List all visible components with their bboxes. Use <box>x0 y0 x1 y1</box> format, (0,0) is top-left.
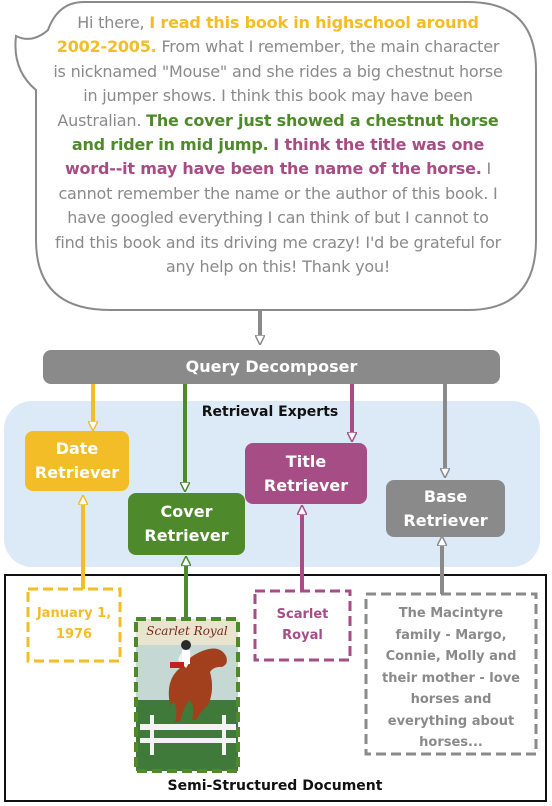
date-retriever-line2: Retriever <box>34 463 120 482</box>
title-field-line1: Scarlet <box>276 607 329 622</box>
cover-retriever-line1: Cover <box>160 502 213 521</box>
title-field-box <box>253 589 352 662</box>
query-decomposer-box <box>43 350 500 384</box>
date-retriever-label: Date Retriever <box>25 431 129 491</box>
title-field-line2: Royal <box>282 628 323 643</box>
query-decomposer-text: Query Decomposer <box>185 357 358 376</box>
cover-retriever-box <box>128 493 245 555</box>
description-line: horses and <box>410 692 492 707</box>
base-retriever-line2: Retriever <box>403 510 488 530</box>
query-intro: Hi there, <box>77 13 150 32</box>
title-retriever-line1: Title <box>285 451 327 471</box>
query-text: Hi there, I read this book in highschool… <box>52 11 504 279</box>
base-retriever-line1: Base <box>423 486 468 506</box>
cover-retriever-label: Cover Retriever <box>128 493 245 555</box>
date-field-box <box>26 587 122 663</box>
description-field-text: The Macintyre family - Margo, Connie, Mo… <box>366 603 536 754</box>
book-cover-title: Scarlet Royal <box>146 624 228 638</box>
retrieval-experts-title: Retrieval Experts <box>201 404 339 420</box>
query-decomposer-label: Query Decomposer <box>43 350 500 384</box>
document-label: Semi-Structured Document <box>167 778 383 794</box>
description-line: horses... <box>419 735 483 750</box>
document-frame <box>4 574 547 802</box>
title-retriever-line2: Retriever <box>263 475 349 495</box>
description-line: Connie, Molly and <box>385 649 517 664</box>
date-retriever-box <box>25 431 129 491</box>
query-cover-highlight: The cover just showed a chestnut horse a… <box>71 110 499 155</box>
title-retriever-label: Title Retriever <box>245 443 367 504</box>
cover-retriever-line2: Retriever <box>144 526 229 545</box>
title-retriever-box <box>245 443 367 504</box>
query-text-3: I cannot remember the name or the author… <box>54 159 502 277</box>
description-line: The Macintyre <box>398 606 504 621</box>
query-text-1: From what I remember, the main character… <box>53 37 503 130</box>
query-title-highlight: I think the title was one word--it may h… <box>64 135 485 179</box>
base-retriever-box <box>386 480 505 537</box>
description-line: family - Margo, <box>395 627 507 643</box>
date-field-text: January 1, 1976 <box>28 603 120 645</box>
query-date-highlight: I read this book in highschool around 20… <box>56 13 479 57</box>
description-field-box <box>364 592 538 756</box>
date-field-line1: January 1, <box>36 606 112 621</box>
description-line: everything about <box>387 713 515 729</box>
base-retriever-label: Base Retriever <box>386 480 505 537</box>
book-cover-image <box>136 619 238 771</box>
date-retriever-line1: Date <box>55 439 99 458</box>
cover-field-box <box>134 617 240 773</box>
description-line: their mother - love <box>382 670 520 686</box>
date-field-line2: 1976 <box>55 627 93 642</box>
title-field-text: Scarlet Royal <box>255 604 350 646</box>
speech-bubble <box>14 1 537 311</box>
